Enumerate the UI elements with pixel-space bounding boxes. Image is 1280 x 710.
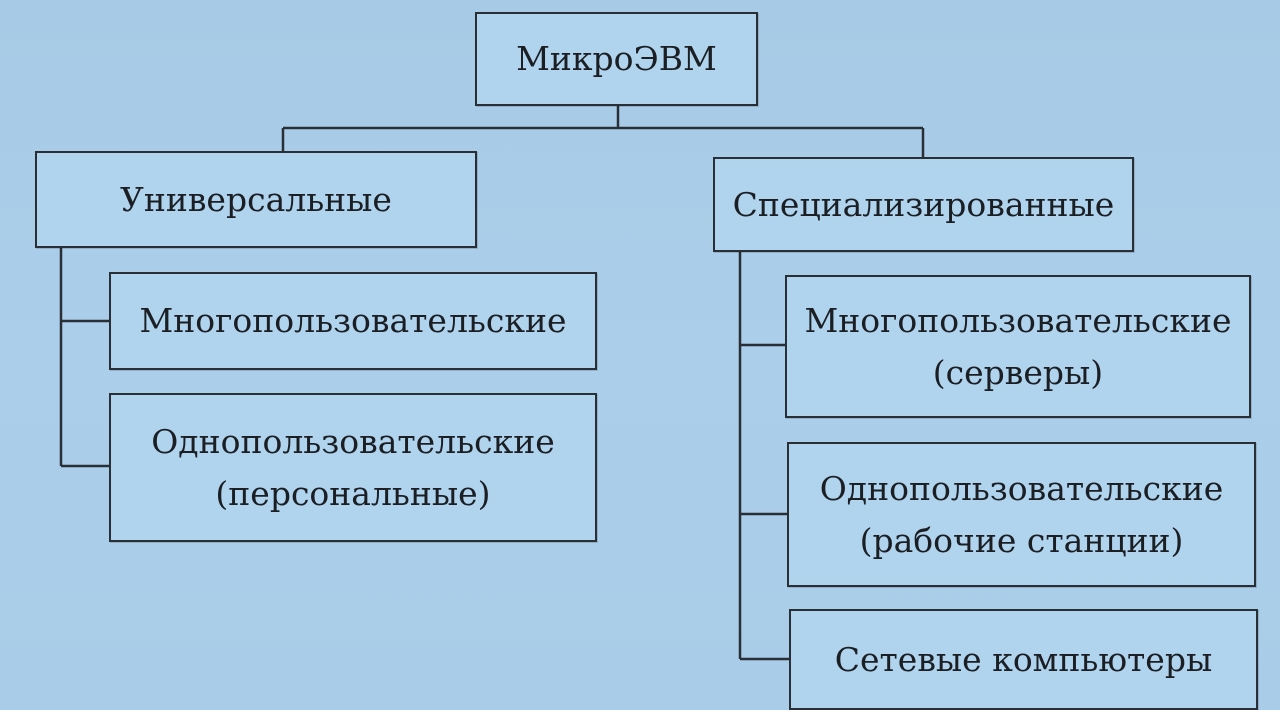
branch-node-universal: Универсальные xyxy=(35,151,477,248)
leaf-node-line2: (рабочие станции) xyxy=(859,520,1184,560)
branch-node-label: Универсальные xyxy=(120,179,392,219)
root-node: МикроЭВМ xyxy=(475,12,758,106)
leaf-node-universal-singleuser: Однопользовательские (персональные) xyxy=(109,393,597,542)
leaf-node-universal-multiuser: Многопользовательские xyxy=(109,272,597,370)
leaf-node-line1: Однопользовательские xyxy=(151,422,555,462)
root-node-label: МикроЭВМ xyxy=(516,39,717,79)
leaf-node-network-computers: Сетевые компьютеры xyxy=(789,609,1258,710)
leaf-node-line2: (персональные) xyxy=(215,473,491,513)
branch-node-label: Специализированные xyxy=(732,184,1115,224)
leaf-node-line2: (серверы) xyxy=(932,352,1104,392)
branch-node-specialized: Специализированные xyxy=(713,157,1134,252)
leaf-node-specialized-workstations: Однопользовательские (рабочие станции) xyxy=(787,442,1256,587)
leaf-node-line1: Многопользовательские xyxy=(139,301,567,341)
leaf-node-line1: Однопользовательские xyxy=(819,469,1224,509)
leaf-node-line1: Сетевые компьютеры xyxy=(834,639,1213,679)
leaf-node-line1: Многопользовательские xyxy=(804,301,1232,341)
leaf-node-specialized-servers: Многопользовательские (серверы) xyxy=(785,275,1251,418)
